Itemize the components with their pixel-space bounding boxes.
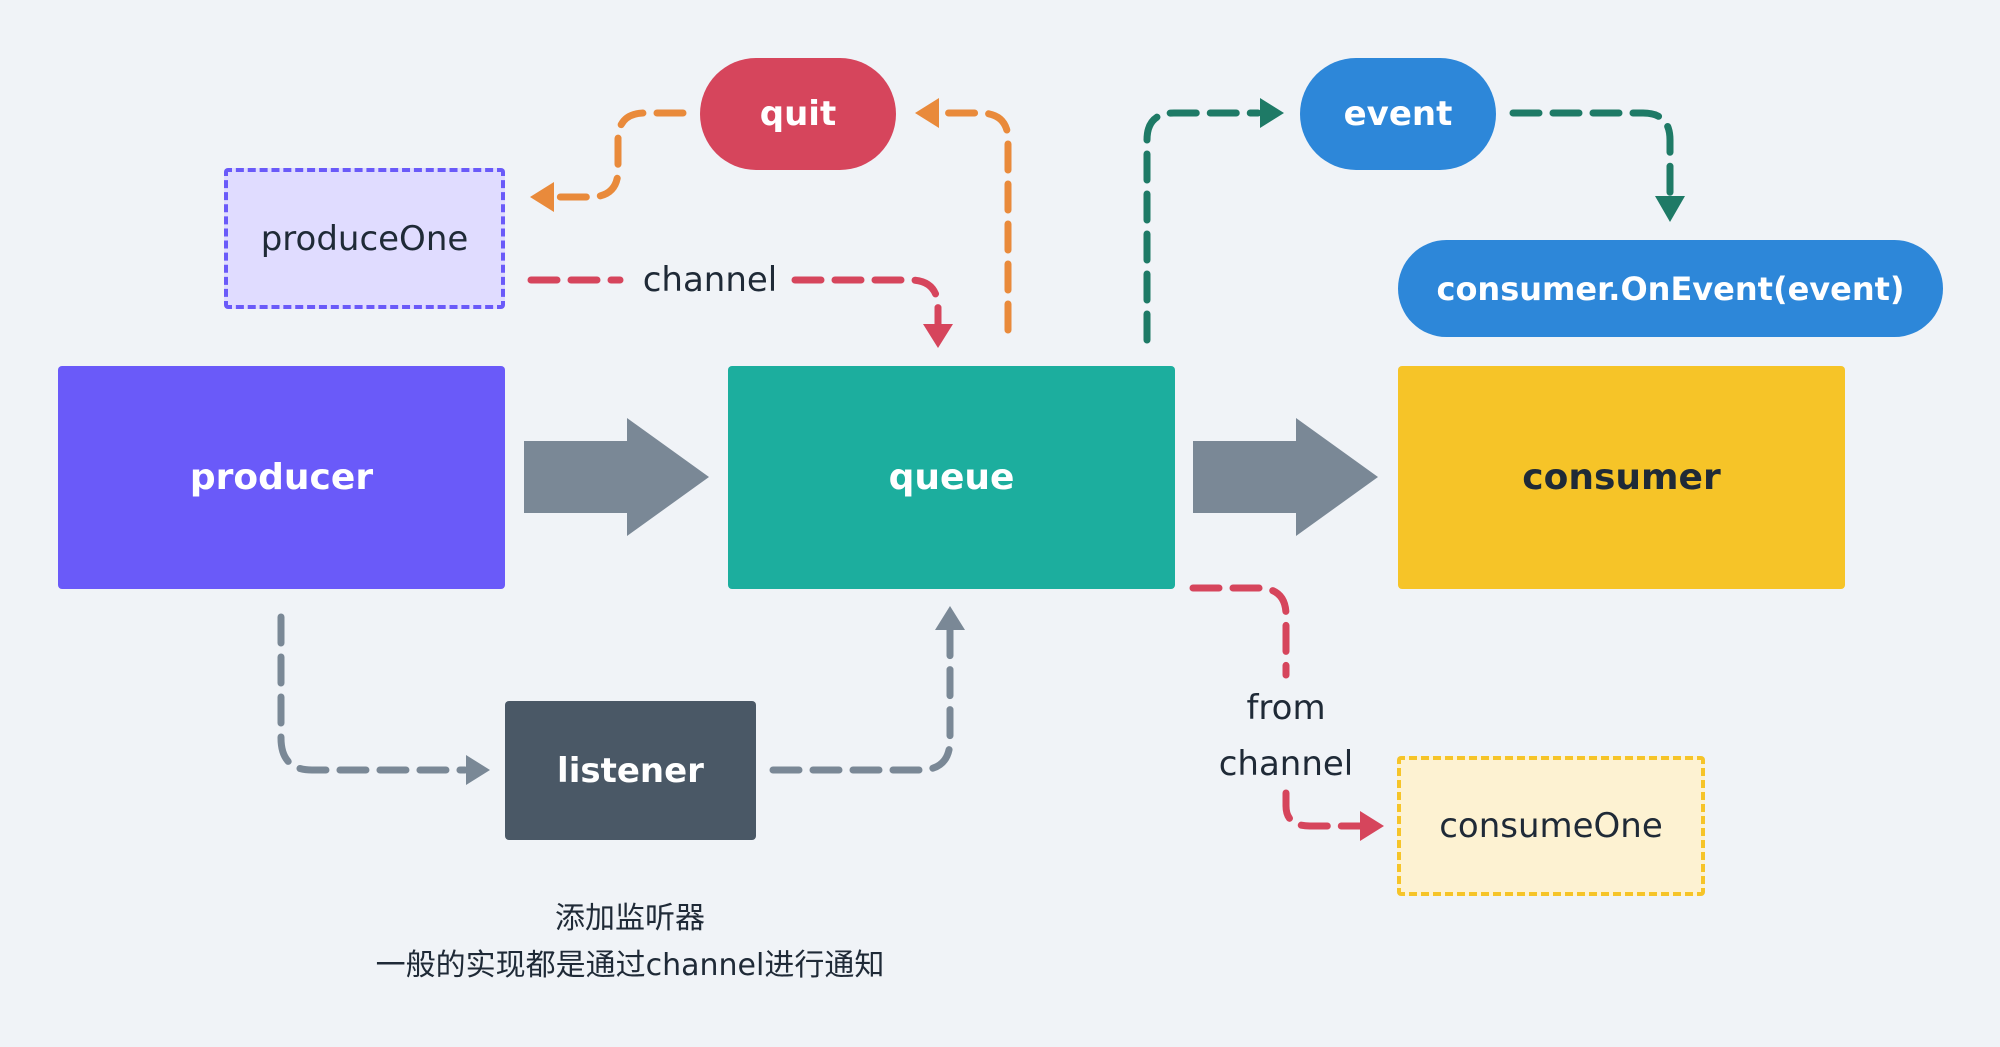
producer-box: producer [58,366,505,589]
event-label: event [1343,94,1453,134]
quit-label: quit [759,94,837,134]
consume-one-label: consumeOne [1439,806,1663,846]
queue-to-consumer-arrow [1193,418,1378,536]
arrowhead-orange-left-quit [915,98,939,128]
listener-note-line2: 一般的实现都是通过channel进行通知 [375,948,885,983]
on-event-pill: consumer.OnEvent(event) [1398,240,1943,337]
listener-note-line1: 添加监听器 [555,901,705,936]
listener-to-queue-edge [769,624,954,774]
listener-box: listener [505,701,756,840]
produce-one-box: produceOne [224,168,505,309]
arrowhead-red-down [923,324,953,348]
producer-label: producer [189,457,374,498]
queue-label: queue [888,457,1015,498]
consume-one-box: consumeOne [1397,756,1705,896]
arrowhead-gray-right [466,755,490,785]
arrowhead-gray-up [935,606,965,630]
from-channel-line2: channel [1218,744,1354,784]
quit-to-produceone-edge [546,109,687,201]
channel-edge-label: channel [630,258,790,302]
quit-pill: quit [700,58,896,170]
from-channel-line1: from [1246,688,1326,728]
consumer-box: consumer [1398,366,1845,589]
from-channel-edge-label: from channel [1200,680,1372,792]
arrowhead-green-right [1260,98,1284,128]
consumer-label: consumer [1522,457,1721,498]
producer-to-listener-edge [277,613,469,774]
arrowhead-orange-left-produceone [530,182,554,212]
arrowhead-green-down [1655,196,1685,222]
on-event-label: consumer.OnEvent(event) [1436,269,1905,308]
queue-box: queue [728,366,1175,589]
arrowhead-red-right [1360,811,1384,841]
producer-to-queue-arrow [524,418,709,536]
produce-one-label: produceOne [260,218,469,259]
produceone-to-queue-channel-edge [527,276,942,332]
event-pill: event [1300,58,1496,170]
listener-label: listener [557,750,704,791]
channel-text: channel [642,260,778,300]
queue-to-consumeone-edge [1189,584,1364,830]
listener-note: 添加监听器 一般的实现都是通过channel进行通知 [300,895,960,989]
queue-to-quit-edge [931,109,1012,334]
queue-to-event-edge [1143,109,1262,344]
event-to-onevent-edge [1509,109,1674,202]
